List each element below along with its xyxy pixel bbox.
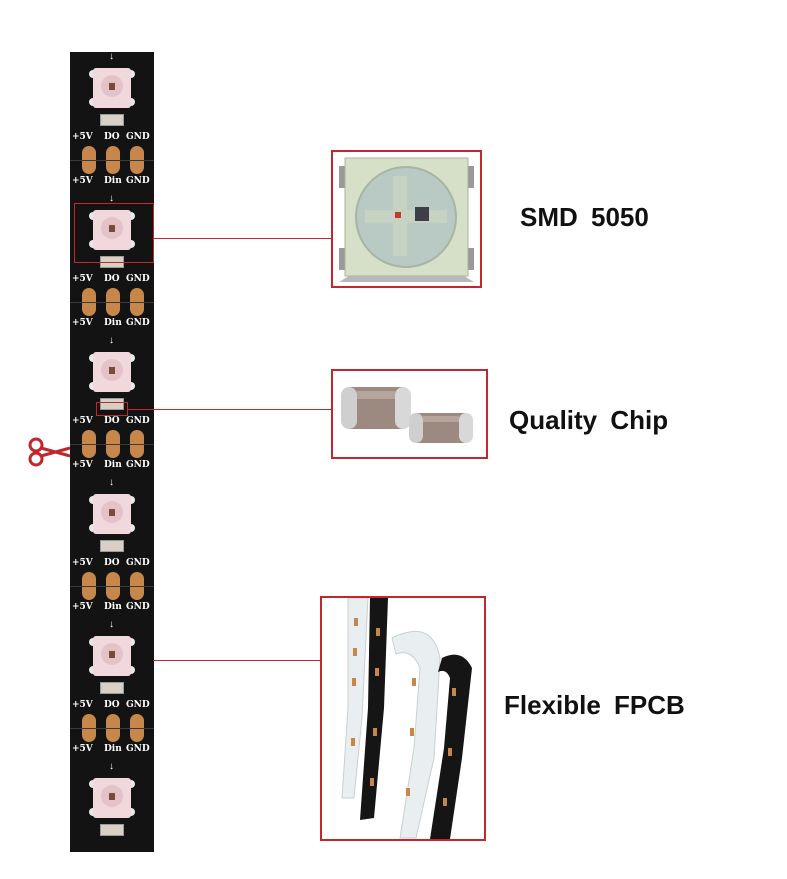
pad-label-top: GND [126, 274, 150, 284]
pad-label-top: DO [104, 700, 120, 710]
feature-title-fpcb: Flexible FPCB [504, 690, 685, 720]
cut-line [70, 444, 154, 445]
pad-label-bottom: +5V [72, 318, 93, 328]
pad-label-top: GND [126, 132, 150, 142]
chip-highlight-box [96, 402, 128, 416]
led-highlight-box [74, 203, 154, 263]
fpcb-callout-line [153, 660, 321, 661]
smd-closeup-frame [331, 150, 482, 288]
cut-line [70, 302, 154, 303]
led-chip [89, 208, 135, 252]
pad-label-top: DO [104, 274, 120, 284]
signal-arrow-icon: ↓ [109, 477, 114, 488]
pad-label-bottom: GND [126, 744, 150, 754]
pad-label-top: DO [104, 132, 120, 142]
cut-line [70, 586, 154, 587]
pad-label-bottom: +5V [72, 744, 93, 754]
pad-label-top: GND [126, 700, 150, 710]
led-chip [89, 350, 135, 394]
led-chip [89, 492, 135, 536]
capacitor-chip [100, 540, 124, 552]
flexible-fpcb-image [322, 598, 484, 839]
led-chip [89, 776, 135, 820]
pad-label-top: +5V [72, 274, 93, 284]
pad-label-bottom: Din [104, 602, 122, 612]
capacitor-chip [100, 114, 124, 126]
quality-chip-image [333, 371, 486, 457]
signal-arrow-icon: ↓ [109, 51, 114, 62]
signal-arrow-icon: ↓ [109, 335, 114, 346]
capacitor-chip [100, 398, 124, 410]
pad-label-bottom: +5V [72, 602, 93, 612]
signal-arrow-icon: ↓ [109, 193, 114, 204]
feature-title-smd: SMD 5050 [520, 202, 649, 232]
pad-label-bottom: Din [104, 176, 122, 186]
pad-label-top: DO [104, 416, 120, 426]
fpcb-closeup-frame [320, 596, 486, 841]
pad-label-top: DO [104, 558, 120, 568]
cut-line [70, 160, 154, 161]
feature-title-chip: Quality Chip [509, 405, 669, 435]
chip-callout-line [127, 409, 331, 410]
pad-label-bottom: Din [104, 744, 122, 754]
capacitor-chip [100, 824, 124, 836]
cut-line [70, 728, 154, 729]
led-chip [89, 634, 135, 678]
pad-label-bottom: GND [126, 176, 150, 186]
signal-arrow-icon: ↓ [109, 761, 114, 772]
pad-label-bottom: Din [104, 318, 122, 328]
pad-label-bottom: GND [126, 460, 150, 470]
led-chip [89, 66, 135, 110]
pad-label-top: +5V [72, 700, 93, 710]
smd-callout-line [153, 238, 331, 239]
chip-closeup-frame [331, 369, 488, 459]
scissors-icon [28, 437, 71, 467]
pad-label-top: GND [126, 558, 150, 568]
signal-arrow-icon: ↓ [109, 619, 114, 630]
smd-5050-image [333, 152, 480, 286]
pad-label-bottom: +5V [72, 460, 93, 470]
capacitor-chip [100, 682, 124, 694]
pad-label-top: GND [126, 416, 150, 426]
pad-label-top: +5V [72, 132, 93, 142]
pad-label-bottom: GND [126, 318, 150, 328]
pad-label-bottom: Din [104, 460, 122, 470]
pad-label-top: +5V [72, 416, 93, 426]
pad-label-top: +5V [72, 558, 93, 568]
pad-label-bottom: +5V [72, 176, 93, 186]
pad-label-bottom: GND [126, 602, 150, 612]
